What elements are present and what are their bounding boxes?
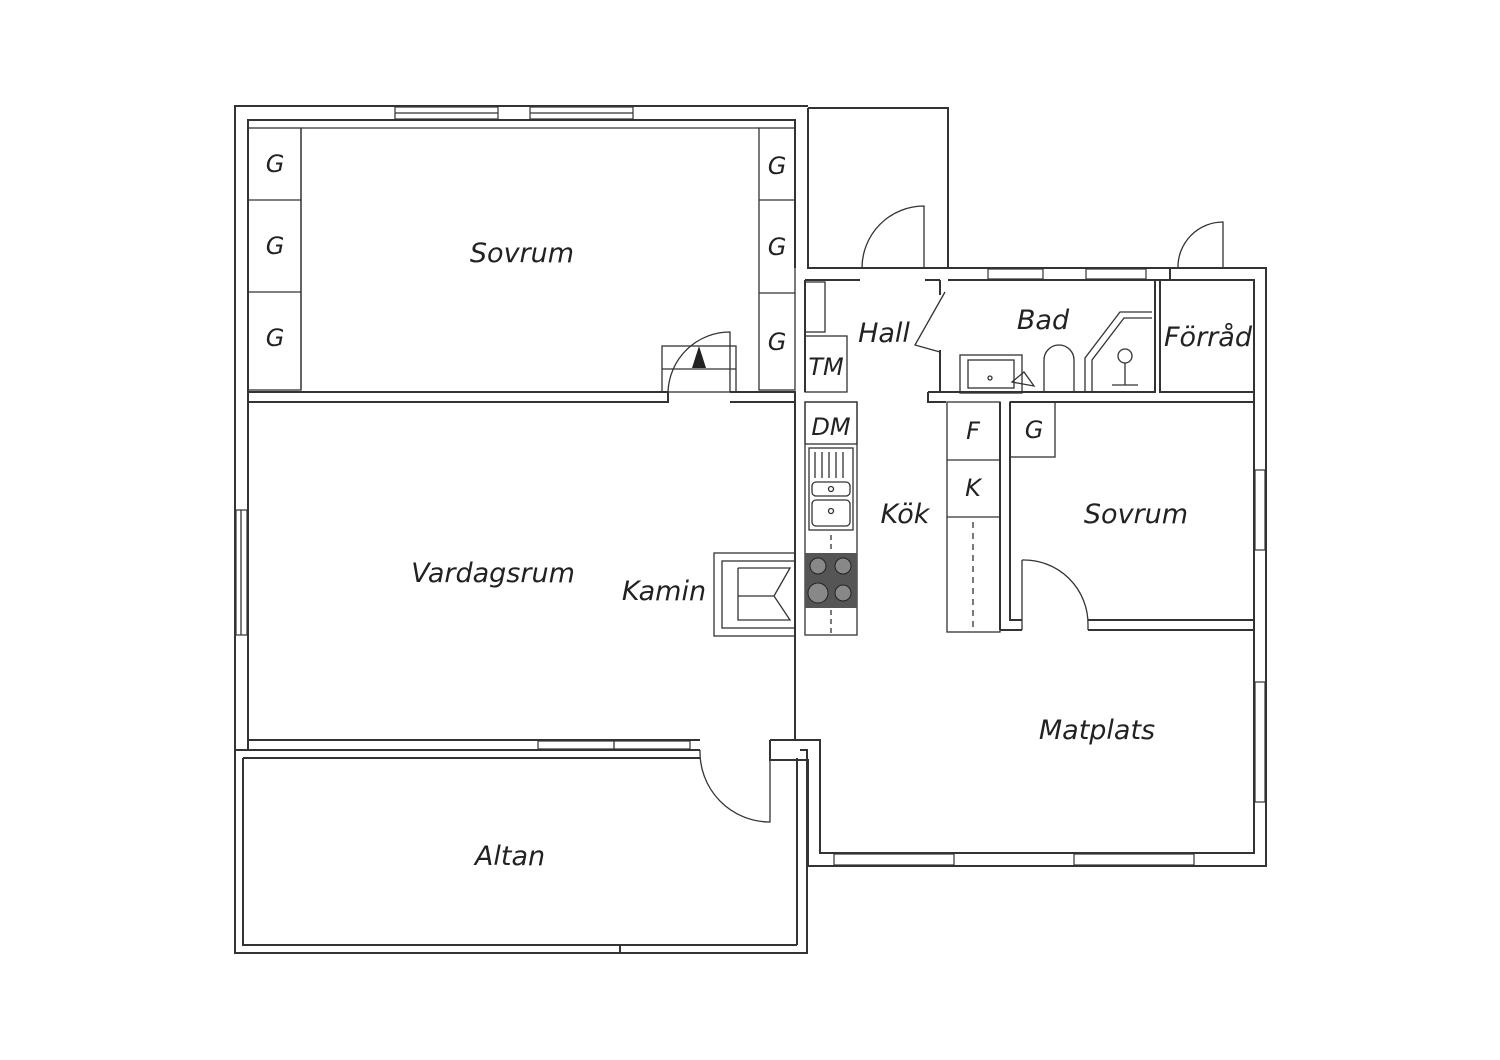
label-wardrobe: G: [266, 232, 285, 260]
label-hall: Hall: [858, 318, 910, 349]
fireplace-icon: [713, 552, 796, 637]
stove-icon: [805, 553, 857, 608]
sink-icon: [808, 447, 854, 531]
label-sovrum-right: Sovrum: [1084, 499, 1188, 530]
label-freezer: F: [966, 417, 981, 445]
label-altan: Altan: [473, 841, 545, 872]
label-sovrum-top: Sovrum: [470, 238, 574, 269]
toilet-icon: [1043, 344, 1075, 393]
label-wardrobe: G: [266, 324, 285, 352]
room-labels: Sovrum Hall Bad Förråd Vardagsrum Kamin …: [411, 238, 1253, 872]
label-tm: TM: [808, 353, 844, 381]
exterior-walls: [234, 105, 1267, 867]
label-wardrobe: G: [266, 150, 285, 178]
kitchen-counter-left: [804, 401, 858, 636]
altan-deck: [234, 749, 808, 954]
label-wardrobe: G: [768, 328, 787, 356]
label-dm: DM: [811, 413, 850, 441]
fixture-labels: G G G G G G TM DM F K G: [266, 150, 1044, 502]
hall-fixtures: [804, 281, 848, 393]
label-matplats: Matplats: [1039, 715, 1155, 746]
label-vardagsrum: Vardagsrum: [411, 558, 575, 589]
label-kamin: Kamin: [622, 576, 706, 607]
label-wardrobe: G: [1025, 416, 1044, 444]
label-kok: Kök: [881, 499, 931, 530]
stair-hatch: [661, 345, 737, 393]
bathroom-fixtures: [959, 311, 1152, 394]
label-bad: Bad: [1017, 305, 1070, 336]
kitchen-counter-right: [946, 401, 1056, 633]
label-wardrobe: G: [768, 152, 787, 180]
label-wardrobe: G: [768, 233, 787, 261]
shower-icon: [1084, 311, 1152, 392]
label-forrad: Förråd: [1164, 322, 1253, 353]
label-fridge: K: [965, 474, 983, 502]
wardrobes: [247, 127, 796, 391]
doors: [667, 205, 1224, 823]
windows: [235, 106, 1266, 866]
